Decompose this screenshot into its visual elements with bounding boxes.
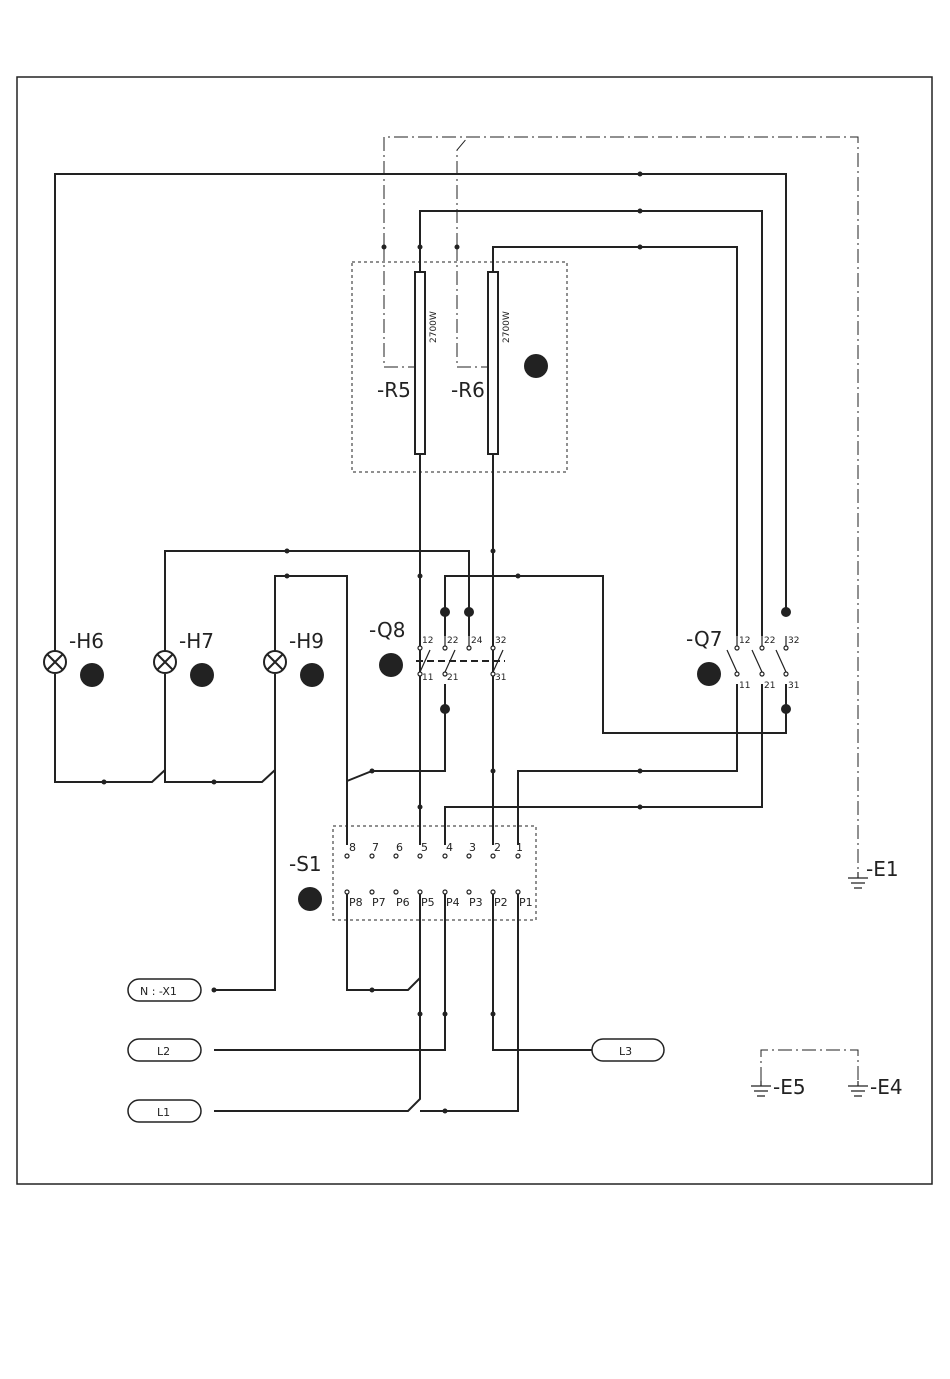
terminal-x1-label: N : -X1 [140, 985, 177, 998]
s1-bottom-numbers: P8 P7 P6 P5 P4 P3 P2 P1 [349, 896, 533, 909]
terminal-l3-label: L3 [619, 1045, 632, 1058]
s1-label: -S1 [289, 852, 322, 876]
q7-term-11: 11 [739, 681, 750, 691]
q7-term-22: 22 [764, 636, 775, 646]
s1-term-1: 1 [516, 841, 523, 854]
q7-label: -Q7 [686, 627, 722, 651]
h6-marker [80, 663, 104, 687]
diagram-frame [17, 77, 932, 1184]
h9-label: -H9 [289, 629, 324, 653]
h7-marker [190, 663, 214, 687]
h9-marker [300, 663, 324, 687]
q8-term-22: 22 [447, 636, 458, 646]
h7-label: -H7 [179, 629, 214, 653]
s1-term-p1: P1 [519, 896, 533, 909]
q7-term-32: 32 [788, 636, 799, 646]
q7-term-12: 12 [739, 636, 750, 646]
e1-label: -E1 [866, 857, 899, 881]
s1-term-2: 2 [494, 841, 501, 854]
r6-marker [524, 354, 548, 378]
q7-contacts [727, 636, 786, 672]
r5-rating: 2700W [429, 311, 439, 343]
s1-term-7: 7 [372, 841, 379, 854]
q7-term-21: 21 [764, 681, 775, 691]
terminal-x1: N : -X1 [128, 979, 201, 1001]
e4-label: -E4 [870, 1075, 903, 1099]
s1-term-p5: P5 [421, 896, 435, 909]
q7-marker [697, 662, 721, 686]
s1-term-8: 8 [349, 841, 356, 854]
q7-term-31: 31 [788, 681, 799, 691]
s1-top-numbers: 8 7 6 5 4 3 2 1 [349, 841, 523, 854]
ground-e1-icon [848, 872, 868, 888]
r6-rating: 2700W [502, 311, 512, 343]
q8-term-31: 31 [495, 673, 506, 683]
e5-label: -E5 [773, 1075, 806, 1099]
r5-label: -R5 [377, 378, 411, 402]
s1-term-p2: P2 [494, 896, 508, 909]
terminal-l1-label: L1 [157, 1106, 170, 1119]
r6-label: -R6 [451, 378, 485, 402]
q8-label: -Q8 [369, 618, 405, 642]
lamp-h6-symbol [44, 651, 66, 673]
s1-term-p4: P4 [446, 896, 460, 909]
lamp-h7-symbol [154, 651, 176, 673]
q8-marker [379, 653, 403, 677]
s1-term-p8: P8 [349, 896, 363, 909]
s1-term-p3: P3 [469, 896, 483, 909]
terminal-l2: L2 [128, 1039, 201, 1061]
q8-term-11: 11 [422, 673, 433, 683]
r6-resistor [488, 272, 498, 454]
s1-term-4: 4 [446, 841, 453, 854]
s1-term-5: 5 [421, 841, 428, 854]
s1-term-p7: P7 [372, 896, 386, 909]
s1-term-3: 3 [469, 841, 476, 854]
h6-label: -H6 [69, 629, 104, 653]
r5-resistor [415, 272, 425, 454]
ground-e4-icon [848, 1081, 868, 1096]
s1-term-p6: P6 [396, 896, 410, 909]
q8-term-32: 32 [495, 636, 506, 646]
lamp-h9-symbol [264, 651, 286, 673]
q8-term-12: 12 [422, 636, 433, 646]
q8-term-21: 21 [447, 673, 458, 683]
terminal-l3: L3 [592, 1039, 664, 1061]
terminal-l2-label: L2 [157, 1045, 170, 1058]
s1-marker [298, 887, 322, 911]
q8-term-24: 24 [471, 636, 483, 646]
ground-e5-icon [751, 1081, 771, 1096]
terminal-l1: L1 [128, 1100, 201, 1122]
s1-term-6: 6 [396, 841, 403, 854]
